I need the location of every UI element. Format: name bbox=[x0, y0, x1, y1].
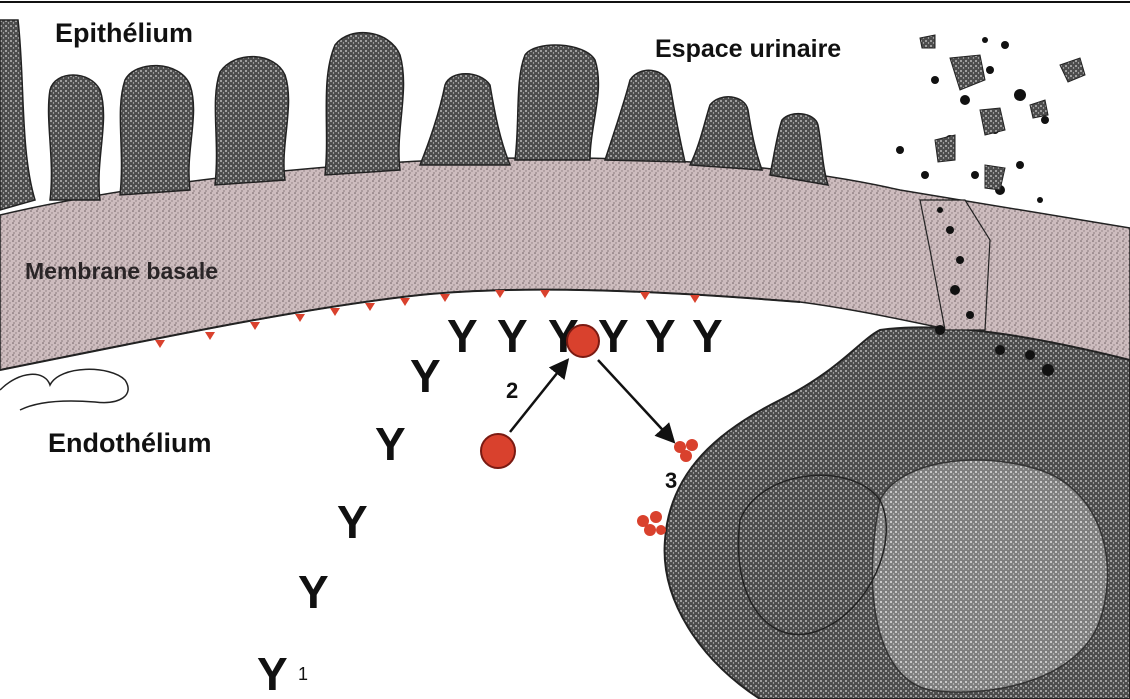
antibody: Y bbox=[598, 310, 629, 362]
antibody: Y bbox=[337, 496, 368, 548]
antibody: Y bbox=[645, 310, 676, 362]
antibody: Y bbox=[692, 310, 723, 362]
antibody: Y bbox=[410, 350, 441, 402]
arrow-step-3 bbox=[598, 360, 672, 440]
capillary-outline bbox=[0, 369, 128, 410]
bound-antigen bbox=[567, 325, 599, 357]
antibody: Y bbox=[257, 648, 288, 699]
label-endothelium: Endothélium bbox=[48, 428, 212, 459]
antibody: Y bbox=[497, 310, 528, 362]
label-urinary-space: Espace urinaire bbox=[655, 35, 841, 64]
label-step-3: 3 bbox=[665, 468, 677, 494]
urinary-fragments bbox=[920, 35, 1085, 190]
label-subscript-1: 1 bbox=[298, 664, 308, 685]
cell-nucleus bbox=[872, 460, 1107, 692]
antibodies: Y Y Y Y Y Y Y Y Y Y Y bbox=[257, 310, 723, 699]
label-epithelium: Epithélium bbox=[55, 18, 193, 49]
antibody: Y bbox=[375, 418, 406, 470]
free-antigen bbox=[481, 434, 515, 468]
arrow-step-2 bbox=[510, 362, 566, 432]
label-basement-membrane: Membrane basale bbox=[25, 258, 218, 285]
antibody: Y bbox=[447, 310, 478, 362]
label-step-2: 2 bbox=[506, 378, 518, 404]
antibody: Y bbox=[298, 566, 329, 618]
